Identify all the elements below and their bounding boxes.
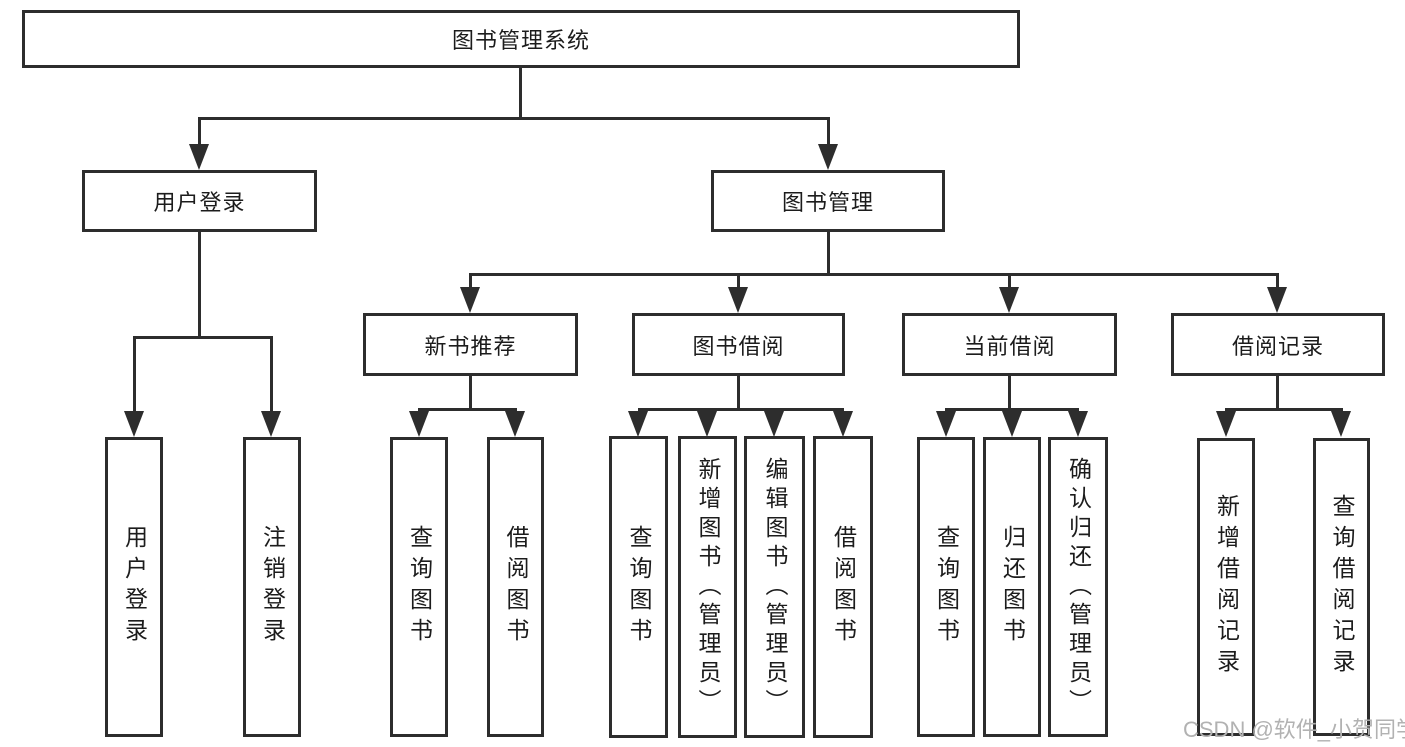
connector-hline xyxy=(638,408,844,411)
node-label: 借阅图书 xyxy=(830,525,857,649)
connector-hline xyxy=(418,408,517,411)
node-recommend-query-book: 查询图书 xyxy=(390,437,448,737)
node-borrowing-records: 借阅记录 xyxy=(1171,313,1385,376)
node-label: 编辑图书（管理员） xyxy=(762,456,788,718)
connector-vline xyxy=(737,273,740,288)
connector-arrowhead xyxy=(1267,287,1287,313)
node-current-borrowing: 当前借阅 xyxy=(902,313,1117,376)
connector-arrowhead xyxy=(189,144,209,170)
connector-vline xyxy=(1276,376,1279,411)
node-book-management: 图书管理 xyxy=(711,170,945,232)
node-records-add-record: 新增借阅记录 xyxy=(1197,438,1255,736)
connector-arrowhead xyxy=(936,411,956,437)
connector-arrowhead xyxy=(833,411,853,437)
connector-hline xyxy=(945,408,1079,411)
node-label: 用户登录 xyxy=(121,525,148,649)
connector-arrowhead xyxy=(460,287,480,313)
connector-vline xyxy=(519,68,522,117)
node-user-login-action: 用户登录 xyxy=(105,437,163,737)
connector-arrowhead xyxy=(1216,411,1236,437)
connector-arrowhead xyxy=(505,411,525,437)
connector-vline xyxy=(1008,273,1011,288)
connector-arrowhead xyxy=(728,287,748,313)
connector-arrowhead xyxy=(1068,411,1088,437)
node-label: 归还图书 xyxy=(999,525,1026,649)
connector-vline xyxy=(198,117,201,145)
connector-vline xyxy=(133,336,136,412)
node-borrow-query-book: 查询图书 xyxy=(609,436,668,738)
connector-arrowhead xyxy=(1002,411,1022,437)
node-current-confirm-return: 确认归还（管理员） xyxy=(1048,437,1108,737)
node-label: 查询借阅记录 xyxy=(1329,494,1355,680)
node-borrow-borrow-book: 借阅图书 xyxy=(813,436,873,738)
connector-arrowhead xyxy=(764,411,784,437)
connector-vline xyxy=(270,336,273,412)
node-label: 注销登录 xyxy=(259,525,286,649)
connector-arrowhead xyxy=(124,411,144,437)
node-label: 新增借阅记录 xyxy=(1213,494,1240,680)
node-book-borrowing: 图书借阅 xyxy=(632,313,845,376)
connector-vline xyxy=(469,376,472,411)
node-recommend-borrow-book: 借阅图书 xyxy=(487,437,544,737)
node-records-query-record: 查询借阅记录 xyxy=(1313,438,1370,736)
connector-vline xyxy=(737,376,740,411)
node-label: 查询图书 xyxy=(933,525,960,649)
csdn-watermark: CSDN @软件_小贺同学 xyxy=(1183,717,1405,742)
connector-hline xyxy=(469,273,1279,276)
connector-arrowhead xyxy=(818,144,838,170)
connector-arrowhead xyxy=(1331,411,1351,437)
connector-vline xyxy=(827,117,830,145)
connector-arrowhead xyxy=(409,411,429,437)
node-label: 借阅图书 xyxy=(503,525,529,649)
connector-vline xyxy=(827,232,830,276)
connector-hline xyxy=(1225,408,1343,411)
node-label: 确认归还（管理员） xyxy=(1065,456,1092,718)
connector-hline xyxy=(133,336,273,339)
connector-hline xyxy=(198,117,830,120)
node-borrow-edit-book: 编辑图书（管理员） xyxy=(744,436,805,738)
node-borrow-add-book: 新增图书（管理员） xyxy=(678,436,737,738)
node-label: 查询图书 xyxy=(406,525,433,649)
connector-vline xyxy=(469,273,472,288)
connector-arrowhead xyxy=(628,411,648,437)
node-current-return-book: 归还图书 xyxy=(983,437,1041,737)
node-logout-action: 注销登录 xyxy=(243,437,301,737)
connector-arrowhead xyxy=(697,411,717,437)
node-library-system: 图书管理系统 xyxy=(22,10,1020,68)
connector-arrowhead xyxy=(999,287,1019,313)
node-user-login: 用户登录 xyxy=(82,170,317,232)
node-label: 查询图书 xyxy=(626,525,652,649)
connector-vline xyxy=(198,232,201,336)
node-current-query-book: 查询图书 xyxy=(917,437,975,737)
connector-arrowhead xyxy=(261,411,281,437)
connector-vline xyxy=(1008,376,1011,411)
connector-vline xyxy=(1276,273,1279,288)
node-label: 新增图书（管理员） xyxy=(695,456,721,718)
node-new-book-recommend: 新书推荐 xyxy=(363,313,578,376)
